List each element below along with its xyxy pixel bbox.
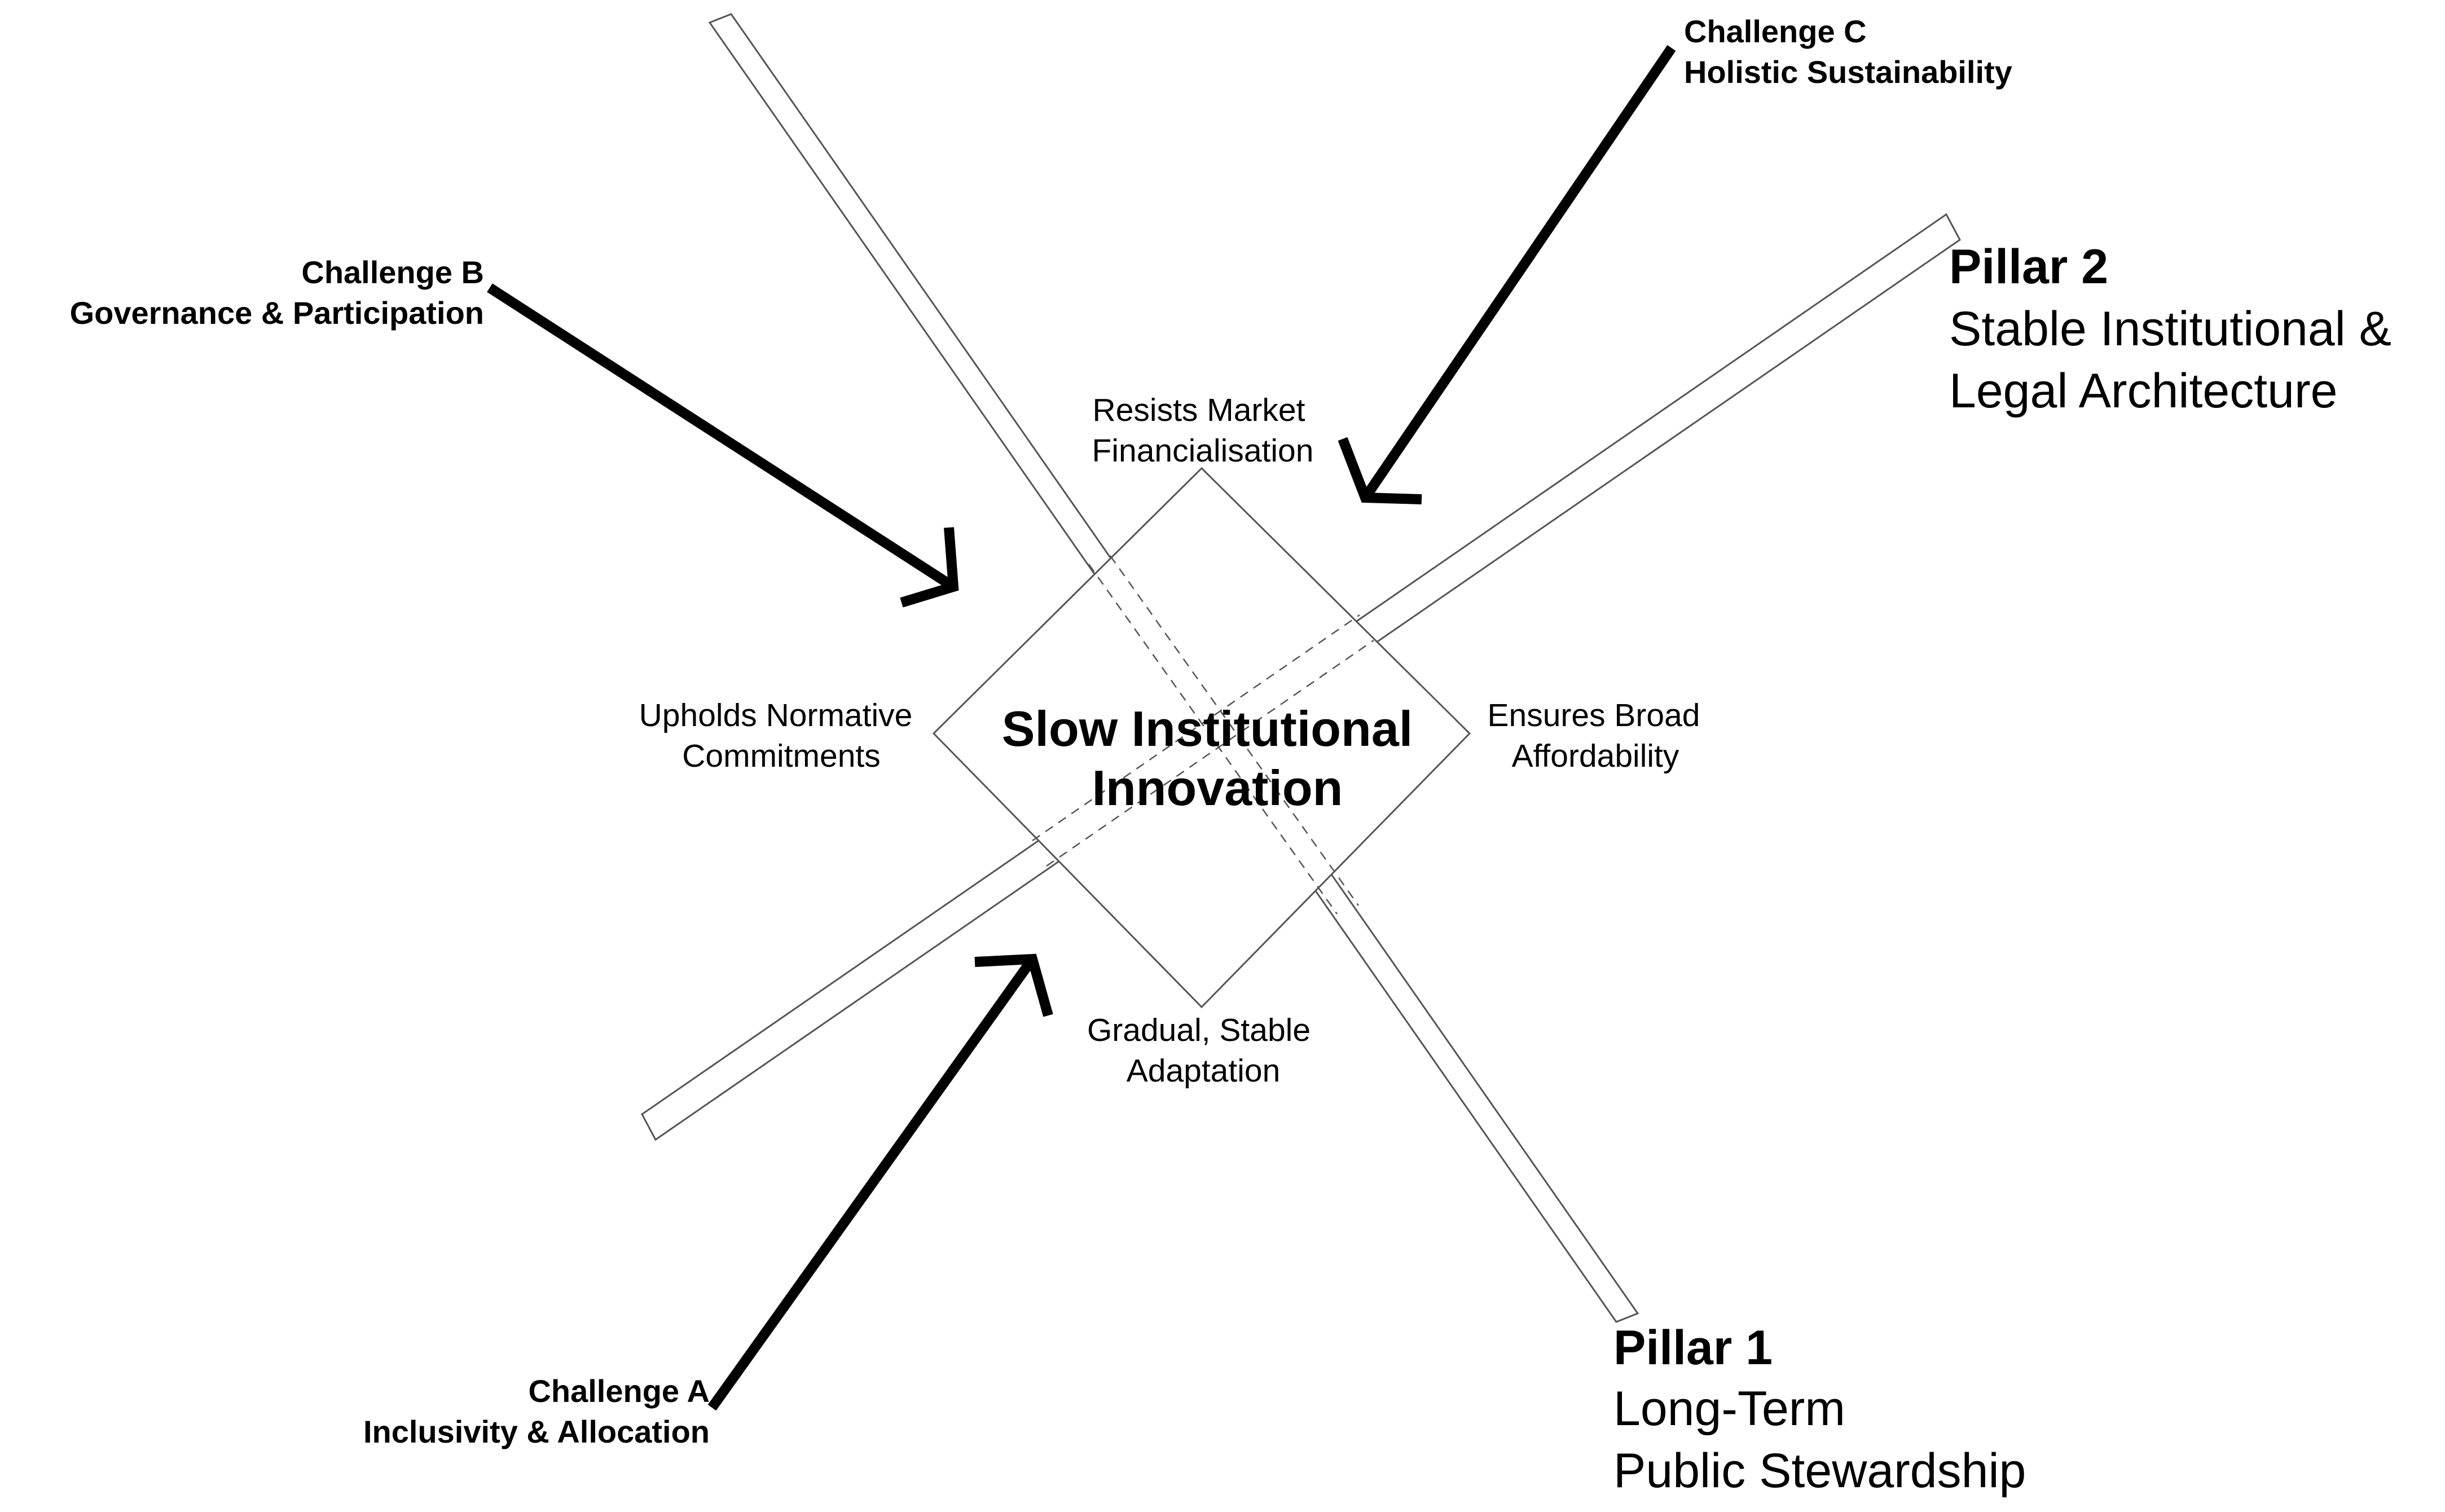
challenge-c-subtitle: Holistic Sustainability (1684, 54, 2012, 90)
quality-top-line-1: Resists Market (1093, 392, 1305, 428)
quality-left-line-1: Upholds Normative (639, 697, 913, 733)
pillar-2-line-2: Legal Architecture (1949, 364, 2337, 418)
pillar-1-line-1: Long-Term (1613, 1382, 1845, 1436)
challenge-a-arrow (707, 953, 1053, 1411)
pillar-2-beam (641, 213, 1961, 1141)
quality-right-line-1: Ensures Broad (1487, 697, 1700, 733)
pillar-1-title: Pillar 1 (1613, 1321, 1773, 1375)
quality-bottom-line-1: Gradual, Stable (1087, 1012, 1311, 1048)
challenge-c-arrow (1338, 45, 1676, 504)
central-diamond (932, 467, 1471, 1009)
challenge-c-title: Challenge C (1684, 14, 1867, 49)
challenge-b-arrow (487, 283, 959, 608)
challenge-b-subtitle: Governance & Participation (70, 295, 484, 331)
quality-top-line-2: Financialisation (1092, 433, 1314, 469)
challenge-a-subtitle: Inclusivity & Allocation (363, 1414, 710, 1449)
pillar-1-line-2: Public Stewardship (1613, 1444, 2026, 1498)
center-title-line-1: Slow Institutional (1002, 701, 1413, 757)
quality-bottom-line-2: Adaptation (1127, 1053, 1281, 1089)
center-title-line-2: Innovation (1092, 760, 1343, 816)
challenge-b-title: Challenge B (301, 254, 484, 290)
quality-right-line-2: Affordability (1512, 738, 1679, 774)
pillar-2-line-1: Stable Institutional & (1949, 302, 2391, 356)
quality-left-line-2: Commitments (682, 738, 881, 774)
pillar-2-title: Pillar 2 (1949, 240, 2108, 294)
challenge-a-title: Challenge A (528, 1373, 710, 1409)
beam-dashes (1032, 555, 1374, 915)
